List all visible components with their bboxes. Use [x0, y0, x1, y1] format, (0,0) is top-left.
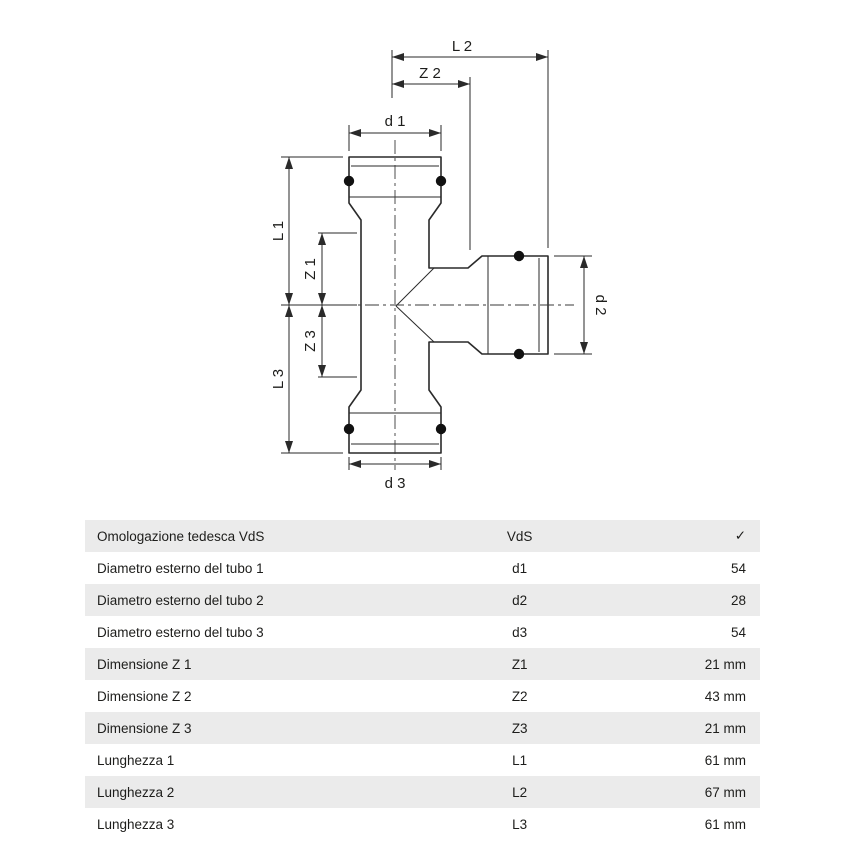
spec-value: 61 mm	[704, 752, 746, 768]
tee-fitting-diagram: L 2 Z 2 d 1 L 1 Z 1 Z 3 L 3 d 3 d 2	[270, 38, 609, 492]
spec-description: Diametro esterno del tubo 3	[97, 624, 264, 640]
spec-code: VdS	[506, 528, 533, 544]
spec-code: Z1	[511, 656, 528, 672]
table-row: Lunghezza 1 L1 61 mm	[85, 744, 760, 776]
spec-value: 67 mm	[704, 784, 746, 800]
spec-code: d3	[512, 624, 528, 640]
spec-value: ✓	[734, 528, 746, 543]
label-Z3: Z 3	[302, 330, 319, 352]
spec-code: L2	[512, 784, 528, 800]
bore-intersection-lines	[395, 267, 435, 343]
o-ring-top-right	[435, 175, 447, 187]
label-d1: d 1	[385, 113, 406, 130]
spec-code: d1	[512, 560, 528, 576]
spec-code: Z3	[511, 720, 528, 736]
label-d2: d 2	[592, 295, 609, 316]
spec-value: 61 mm	[704, 816, 746, 832]
spec-description: Lunghezza 1	[97, 752, 175, 768]
o-ring-bottom-left	[343, 423, 355, 435]
table-row: Lunghezza 2 L2 67 mm	[85, 776, 760, 808]
table-row: Dimensione Z 2 Z2 43 mm	[85, 680, 760, 712]
table-row: Omologazione tedesca VdS VdS ✓	[85, 520, 760, 552]
o-ring-seals	[343, 175, 525, 435]
spec-description: Diametro esterno del tubo 1	[97, 560, 264, 576]
spec-description: Omologazione tedesca VdS	[97, 528, 265, 544]
o-ring-bottom-right	[435, 423, 447, 435]
o-ring-branch-bottom	[513, 348, 525, 360]
label-L3: L 3	[270, 369, 287, 389]
dimension-d1	[348, 125, 442, 151]
spec-value: 54	[730, 624, 746, 640]
spec-value: 21 mm	[704, 656, 746, 672]
technical-drawing: L 2 Z 2 d 1 L 1 Z 1 Z 3 L 3 d 3 d 2	[270, 38, 609, 492]
table-row: Diametro esterno del tubo 3 d3 54	[85, 616, 760, 648]
spec-code: L3	[512, 816, 528, 832]
dimension-labels: L 2 Z 2 d 1 L 1 Z 1 Z 3 L 3 d 3 d 2	[270, 38, 609, 492]
spec-description: Lunghezza 2	[97, 784, 175, 800]
table-row: Diametro esterno del tubo 2 d2 28	[85, 584, 760, 616]
label-L1: L 1	[270, 221, 287, 241]
dimension-d3	[348, 457, 442, 470]
dimension-lines	[281, 50, 592, 470]
spec-table: Omologazione tedesca VdS VdS ✓ Diametro …	[85, 520, 760, 840]
spec-code: d2	[512, 592, 528, 608]
label-Z2: Z 2	[419, 65, 441, 82]
spec-description: Dimensione Z 2	[97, 688, 192, 704]
o-ring-top-left	[343, 175, 355, 187]
spec-description: Diametro esterno del tubo 2	[97, 592, 264, 608]
dimension-L3	[281, 305, 343, 454]
label-L2: L 2	[452, 38, 472, 55]
dimension-Z2	[392, 77, 471, 250]
label-d3: d 3	[385, 475, 406, 492]
table-row: Diametro esterno del tubo 1 d1 54	[85, 552, 760, 584]
spec-description: Dimensione Z 1	[97, 656, 192, 672]
dimension-Z1	[318, 232, 357, 305]
dimension-Z3	[318, 305, 357, 378]
dimension-d2	[554, 255, 592, 355]
spec-description: Dimensione Z 3	[97, 720, 192, 736]
spec-code: L1	[512, 752, 528, 768]
spec-value: 21 mm	[704, 720, 746, 736]
table-row: Lunghezza 3 L3 61 mm	[85, 808, 760, 840]
centerlines	[340, 140, 574, 470]
spec-value: 28	[730, 592, 746, 608]
o-ring-branch-top	[513, 250, 525, 262]
dimension-L2	[391, 50, 549, 248]
table-row: Dimensione Z 1 Z1 21 mm	[85, 648, 760, 680]
table-row: Dimensione Z 3 Z3 21 mm	[85, 712, 760, 744]
spec-value: 43 mm	[704, 688, 746, 704]
spec-code: Z2	[511, 688, 528, 704]
spec-description: Lunghezza 3	[97, 816, 175, 832]
spec-value: 54	[730, 560, 746, 576]
label-Z1: Z 1	[302, 258, 319, 280]
